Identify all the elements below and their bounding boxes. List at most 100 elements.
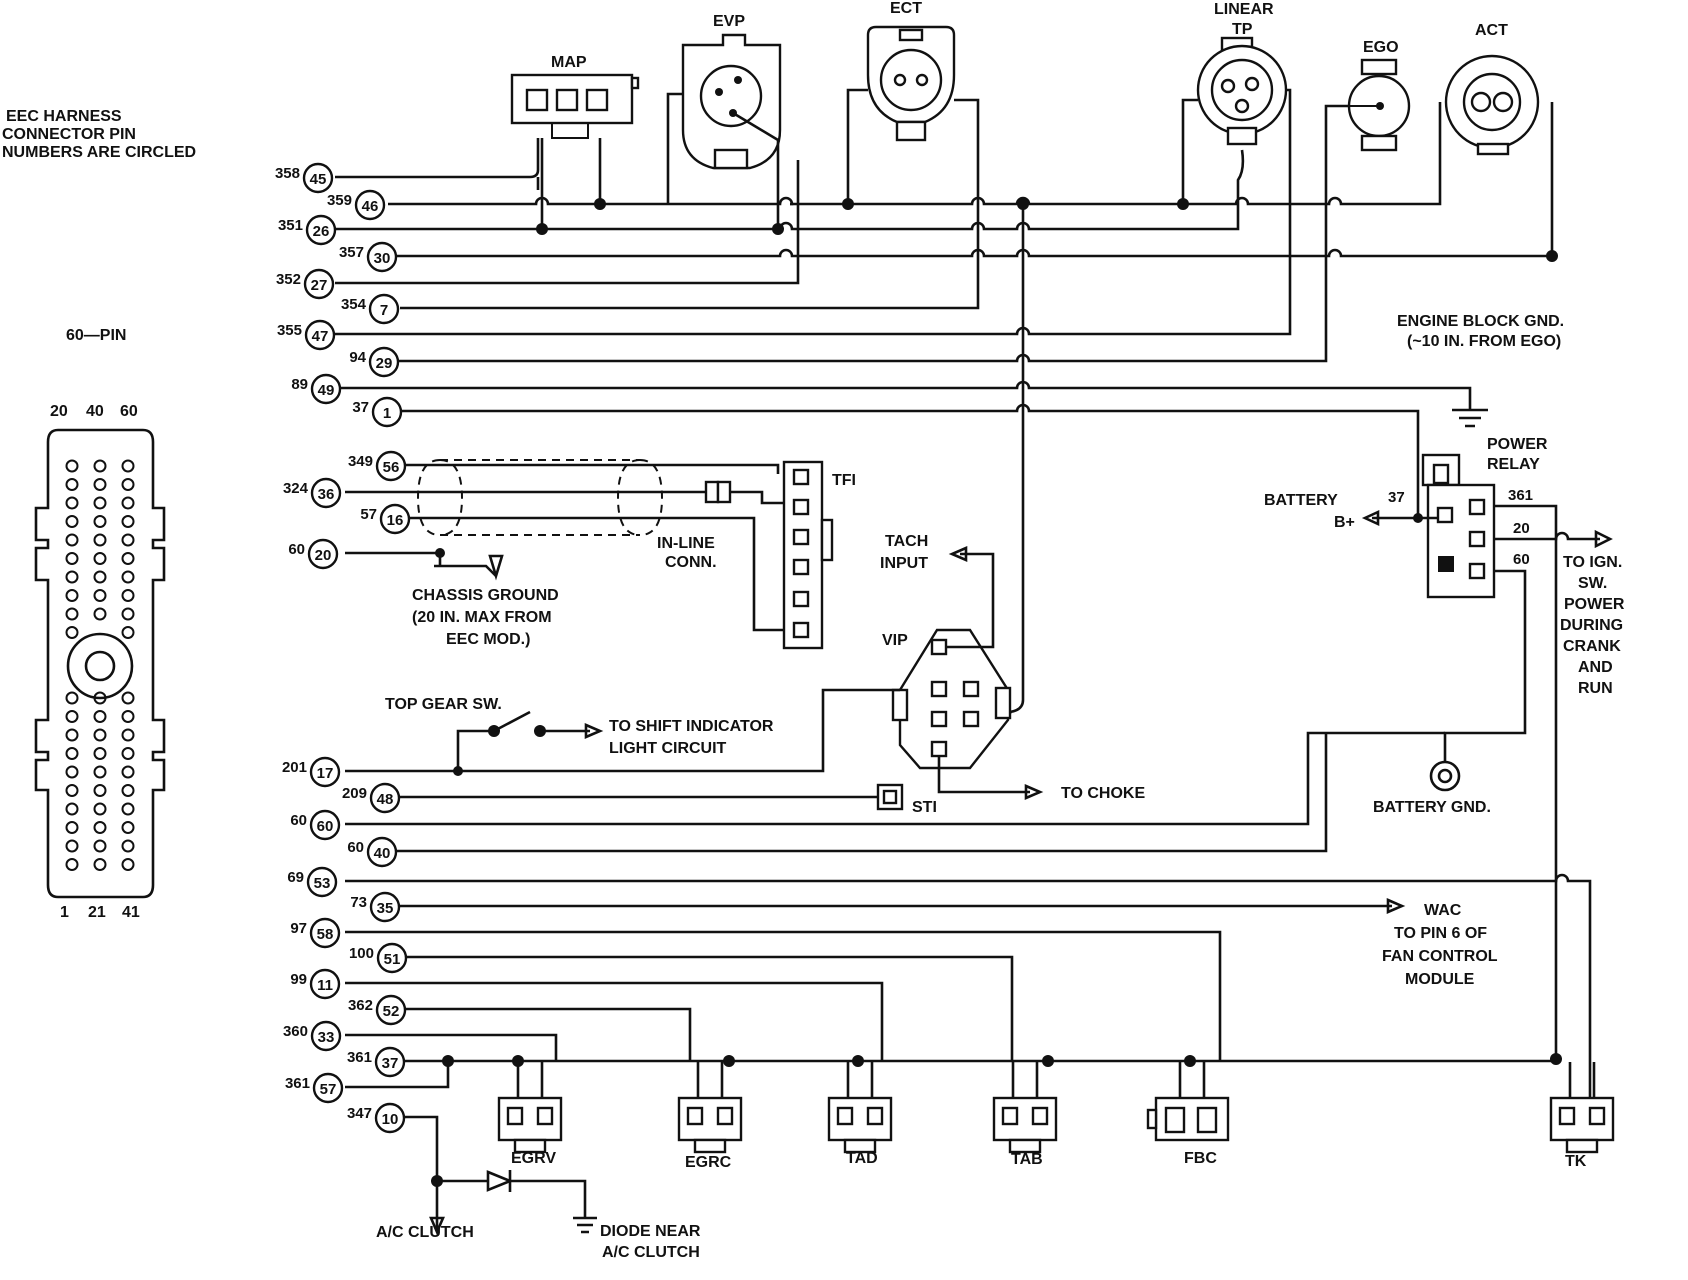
circuit-pin-number: 27	[311, 277, 328, 294]
circuit-wire-number: 355	[277, 322, 302, 339]
circuit-pin-number: 57	[320, 1081, 337, 1098]
to-ign-1: TO IGN.	[1563, 554, 1622, 571]
circuit-wire-number: 209	[342, 785, 367, 802]
connector-pin-hole	[93, 858, 107, 871]
battery-gnd-label: BATTERY GND.	[1373, 799, 1491, 816]
circuit-pin-circle	[354, 189, 386, 221]
connector-pin-hole	[65, 839, 79, 853]
connector-pin-hole	[121, 821, 135, 834]
circuit-wire-number: 347	[347, 1105, 372, 1122]
connector-pin-hole	[93, 802, 107, 816]
circuit-pin-circle	[369, 782, 401, 814]
circuit-pin-number: 30	[374, 250, 391, 267]
solenoid-connector	[497, 1062, 563, 1154]
tfi-label: TFI	[832, 472, 856, 489]
act-sensor	[1444, 54, 1540, 156]
circuit-pin-number: 56	[383, 459, 400, 476]
connector-pin-hole	[65, 821, 79, 834]
circuit-wire-number: 362	[348, 997, 373, 1014]
connector-pin-hole	[93, 607, 107, 621]
power-relay-label-2: RELAY	[1487, 456, 1540, 473]
connector-pin-hole	[65, 691, 79, 705]
chassis-label-1: CHASSIS GROUND	[412, 587, 559, 604]
inline-label-2: CONN.	[665, 554, 717, 571]
connector-pin-hole	[93, 478, 107, 491]
circuit-wire-number: 358	[275, 165, 300, 182]
connector-pin-hole	[65, 802, 79, 816]
circuit-pin-circle	[309, 809, 341, 841]
circuit-pin-circle	[305, 214, 337, 246]
solenoid-egrc-label: EGRC	[685, 1154, 732, 1171]
act-label: ACT	[1475, 22, 1508, 39]
connector-pin-hole	[93, 821, 107, 834]
wac-label-2: TO PIN 6 OF	[1394, 925, 1487, 942]
circuit-pin-circle	[304, 319, 336, 351]
circuit-wire-number: 60	[347, 839, 364, 856]
chassis-label-2: (20 IN. MAX FROM	[412, 609, 552, 626]
to-ign-3: POWER	[1564, 596, 1625, 613]
wac-label-4: MODULE	[1405, 971, 1475, 988]
wac-label-1: WAC	[1424, 902, 1462, 919]
inline-label-1: IN-LINE	[657, 535, 715, 552]
circuit-pin-number: 36	[318, 486, 335, 503]
circuit-pin-number: 45	[310, 171, 327, 188]
circuit-wire-number: 60	[288, 541, 305, 558]
connector-pin-hole	[121, 570, 135, 584]
connector-pin-hole	[121, 515, 135, 528]
sixty-pin-connector	[34, 428, 166, 899]
connector-pin-hole	[121, 552, 135, 565]
connector-pin-hole	[65, 533, 79, 547]
sti-label: STI	[912, 799, 937, 816]
tach-label-1: TACH	[885, 533, 928, 550]
vip-label: VIP	[882, 632, 908, 649]
connector-type-label: 60—PIN	[66, 327, 126, 344]
solenoid-connector	[992, 1062, 1058, 1154]
circuit-wire-number: 99	[290, 971, 307, 988]
circuit-wire-number: 349	[348, 453, 373, 470]
connector-pin-hole	[65, 478, 79, 491]
to-choke-label: TO CHOKE	[1061, 785, 1145, 802]
circuit-wire-number: 69	[287, 869, 304, 886]
circuit-pin-number: 29	[376, 355, 393, 372]
connector-pin-hole	[65, 784, 79, 797]
connector-pin-hole	[65, 515, 79, 528]
tach-label-2: INPUT	[880, 555, 928, 572]
circuit-pin-number: 26	[313, 223, 330, 240]
circuit-pin-number: 46	[362, 198, 379, 215]
connector-pin-hole	[121, 710, 135, 723]
evp-label: EVP	[713, 13, 745, 30]
circuit-pin-number: 11	[317, 977, 333, 994]
circuit-pin-circle	[379, 503, 411, 535]
circuit-pin-number: 1	[383, 405, 391, 422]
relay-wiring	[1361, 504, 1613, 1059]
connector-pin-hole	[121, 459, 135, 473]
circuit-pin-number: 17	[317, 765, 334, 782]
connector-pin-hole	[93, 691, 107, 705]
circuit-pin-number: 16	[387, 512, 404, 529]
connector-pin-hole	[121, 858, 135, 871]
circuit-pin-circle	[366, 836, 398, 868]
circuit-pin-circle	[310, 477, 342, 509]
tfi-connector	[782, 460, 834, 650]
circuit-pin-circle	[368, 293, 400, 325]
solenoid-tad-label: TAD	[846, 1150, 878, 1167]
note-line-3: NUMBERS ARE CIRCLED	[2, 144, 196, 161]
solenoid-connector	[827, 1062, 893, 1154]
engine-block-ground-symbol	[1452, 408, 1488, 428]
circuit-wire-number: 357	[339, 244, 364, 261]
chassis-label-3: EEC MOD.)	[446, 631, 530, 648]
ego-sensor	[1347, 58, 1411, 152]
circuit-pin-circle	[309, 968, 341, 1000]
circuit-wire-number: 60	[290, 812, 307, 829]
relay-pin-37: 37	[1388, 489, 1405, 506]
shift-label-2: LIGHT CIRCUIT	[609, 740, 727, 757]
solenoid-tk-label: TK	[1565, 1153, 1587, 1170]
circuit-pin-number: 47	[312, 328, 329, 345]
note-line-1: EEC HARNESS	[6, 108, 122, 125]
connector-pin-hole	[93, 839, 107, 853]
map-sensor	[510, 73, 640, 139]
connector-pin-hole	[121, 765, 135, 779]
to-ign-7: RUN	[1578, 680, 1613, 697]
circuit-pin-circle	[371, 396, 403, 428]
connector-pin-hole	[65, 858, 79, 871]
